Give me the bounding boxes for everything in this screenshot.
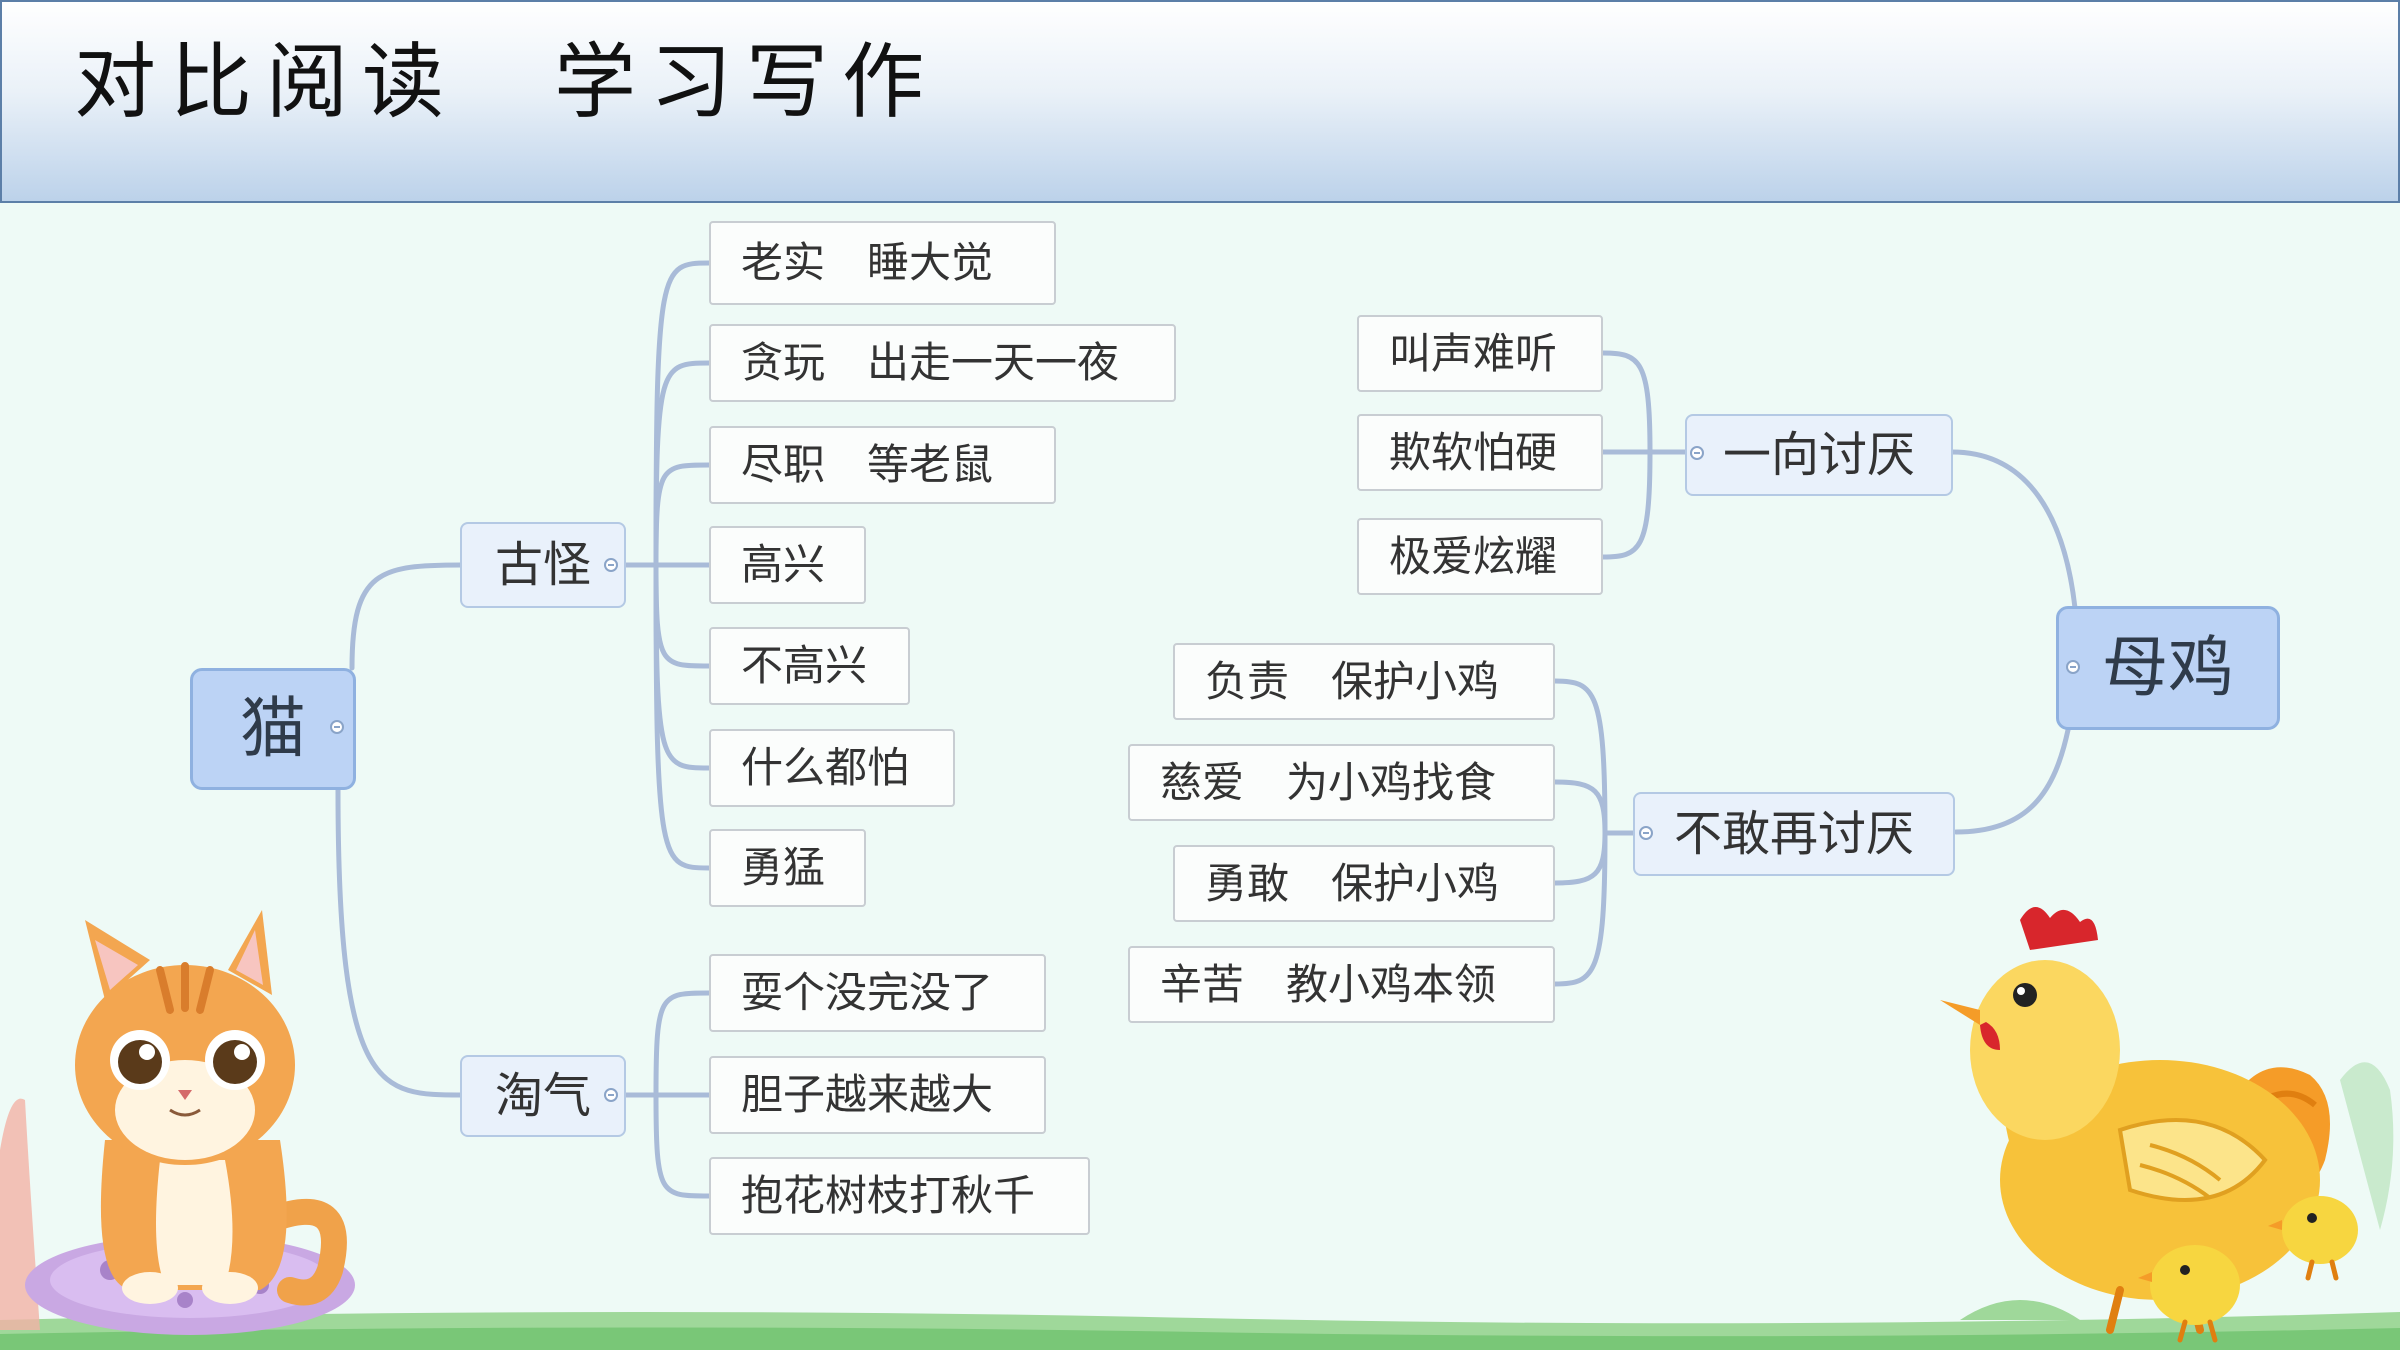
node-yixiang[interactable]: 一向讨厌: [1685, 414, 1953, 496]
node-guguai-item-6[interactable]: 什么都怕: [709, 729, 955, 807]
node-cat-label: 猫: [240, 690, 306, 767]
connector-hen-yixiang: [1949, 449, 2078, 611]
connector-taoqi-3: [653, 1092, 712, 1199]
node-guguai-item-5[interactable]: 不高兴: [709, 627, 910, 705]
node-guguai-label: 古怪: [494, 537, 591, 593]
connector-hen-bugan: [1953, 727, 2071, 835]
node-yixiang-item-2[interactable]: 欺软怕硬: [1357, 414, 1603, 491]
node-bugan-item-1[interactable]: 负责 保护小鸡: [1173, 643, 1555, 720]
node-bugan-item-3[interactable]: 勇敢 保护小鸡: [1173, 845, 1555, 922]
node-taoqi-item-2[interactable]: 胆子越来越大: [709, 1056, 1046, 1134]
node-hen-label: 母鸡: [2102, 629, 2234, 706]
hen-illustration-icon: [1940, 906, 2394, 1343]
connector-taoqi-1: [653, 990, 712, 1098]
node-guguai-item-1[interactable]: 老实 睡大觉: [709, 221, 1056, 305]
node-taoqi-label: 淘气: [494, 1068, 591, 1124]
node-guguai-item-7[interactable]: 勇猛: [709, 829, 866, 907]
connector-guguai-5: [653, 562, 712, 669]
connector-yixiang-3: [1600, 449, 1653, 560]
node-cat[interactable]: 猫: [190, 668, 356, 790]
node-hen[interactable]: 母鸡: [2056, 606, 2280, 730]
cat-illustration-icon: [0, 910, 355, 1335]
node-bugan-item-4[interactable]: 辛苦 教小鸡本领: [1128, 946, 1555, 1023]
collapse-toggle-icon[interactable]: [2066, 660, 2080, 674]
grass-decoration: [0, 1311, 2400, 1350]
node-guguai-item-3[interactable]: 尽职 等老鼠: [709, 426, 1056, 504]
connector-guguai-7: [653, 562, 712, 871]
collapse-toggle-icon[interactable]: [604, 558, 618, 572]
node-yixiang-item-3[interactable]: 极爱炫耀: [1357, 518, 1603, 595]
node-yixiang-item-1[interactable]: 叫声难听: [1357, 315, 1603, 392]
node-bugan-label: 不敢再讨厌: [1673, 806, 1914, 862]
collapse-toggle-icon[interactable]: [1690, 446, 1704, 460]
connector-guguai-3: [653, 462, 712, 568]
connector-guguai-1: [653, 260, 712, 568]
collapse-toggle-icon[interactable]: [604, 1088, 618, 1102]
collapse-toggle-icon[interactable]: [1639, 826, 1653, 840]
node-taoqi-item-1[interactable]: 耍个没完没了: [709, 954, 1046, 1032]
connector-cat-taoqi: [335, 787, 465, 1098]
connector-bugan-4: [1552, 830, 1608, 987]
node-guguai-item-2[interactable]: 贪玩 出走一天一夜: [709, 324, 1176, 402]
node-guguai[interactable]: 古怪: [460, 522, 626, 608]
connector-bugan-2: [1552, 779, 1608, 836]
connector-yixiang-1: [1600, 350, 1653, 455]
node-guguai-item-4[interactable]: 高兴: [709, 526, 866, 604]
node-taoqi[interactable]: 淘气: [460, 1055, 626, 1137]
connector-cat-guguai: [349, 562, 465, 671]
node-yixiang-label: 一向讨厌: [1722, 427, 1915, 483]
node-bugan[interactable]: 不敢再讨厌: [1633, 792, 1955, 876]
node-taoqi-item-3[interactable]: 抱花树枝打秋千: [709, 1157, 1090, 1235]
collapse-toggle-icon[interactable]: [330, 720, 344, 734]
page-title: 对比阅读 学习写作: [74, 35, 939, 130]
title-bar: 对比阅读 学习写作: [0, 0, 2400, 203]
node-bugan-item-2[interactable]: 慈爱 为小鸡找食: [1128, 744, 1555, 821]
connector-bugan-1: [1552, 678, 1608, 836]
connector-bugan-3: [1552, 830, 1608, 886]
